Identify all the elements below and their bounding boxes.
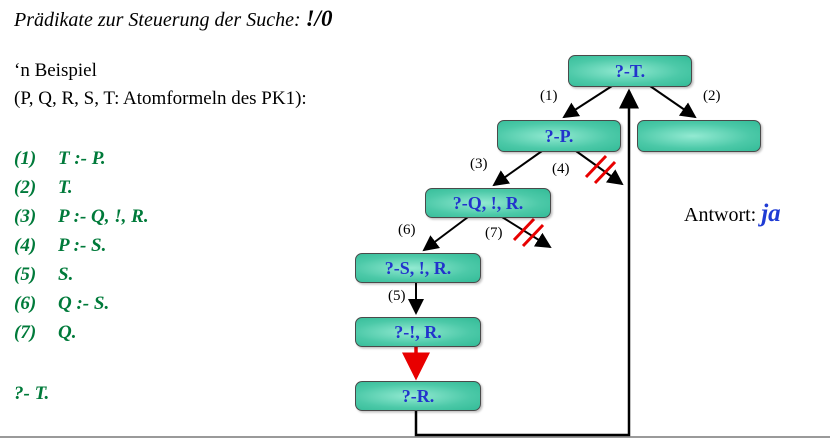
node-empty-goal: [637, 120, 761, 152]
answer-label: Antwort:: [684, 204, 762, 226]
clause-row: (5)S.: [14, 264, 74, 285]
edge-6: [422, 216, 469, 252]
query-goal: ?- T.: [14, 383, 50, 404]
edge-7: [501, 216, 552, 249]
clause-row: (4)P :- S.: [14, 235, 107, 256]
clause-row: (7)Q.: [14, 322, 77, 343]
clause-row: (2)T.: [14, 177, 73, 198]
edge-1: [562, 85, 613, 119]
edge-label-3: (3): [470, 156, 488, 172]
clause-row: (1)T :- P.: [14, 148, 106, 169]
edge-label-4: (4): [552, 161, 570, 177]
node-goal-q-cut-r: ?-Q, !, R.: [425, 188, 551, 218]
edge-label-1: (1): [540, 88, 558, 104]
intro-line-2: (P, Q, R, S, T: Atomformeln des PK1):: [14, 88, 307, 109]
edge-label-6: (6): [398, 222, 416, 238]
answer-value: ja: [761, 200, 781, 227]
node-goal-cut-r: ?-!, R.: [355, 317, 481, 347]
answer: Antwort: ja: [684, 200, 781, 228]
intro-line-1: ‘n Beispiel: [14, 60, 97, 81]
edge-2: [649, 85, 697, 119]
node-goal-r: ?-R.: [355, 381, 481, 411]
edge-label-7: (7): [485, 225, 503, 241]
cut-operator: !/0: [305, 6, 333, 31]
node-goal-s-cut-r: ?-S, !, R.: [355, 253, 481, 283]
prune-slash-4b: [593, 160, 617, 185]
edge-label-2: (2): [703, 88, 721, 104]
page-title: Prädikate zur Steuerung der Suche: !/0: [14, 6, 332, 32]
clause-list: (1)T :- P. (2)T. (3)P :- Q, !, R. (4)P :…: [14, 148, 149, 351]
node-goal-p: ?-P.: [497, 120, 621, 152]
edge-3: [492, 150, 543, 187]
title-text: Prädikate zur Steuerung der Suche:: [14, 9, 306, 31]
edge-label-5: (5): [388, 288, 406, 304]
prune-slash-4a: [584, 154, 608, 179]
clause-row: (3)P :- Q, !, R.: [14, 206, 149, 227]
edge-4: [575, 150, 624, 186]
prune-slash-7a: [512, 217, 536, 242]
clause-row: (6)Q :- S.: [14, 293, 110, 314]
prune-slash-7b: [521, 223, 545, 248]
node-goal-t: ?-T.: [568, 55, 692, 87]
